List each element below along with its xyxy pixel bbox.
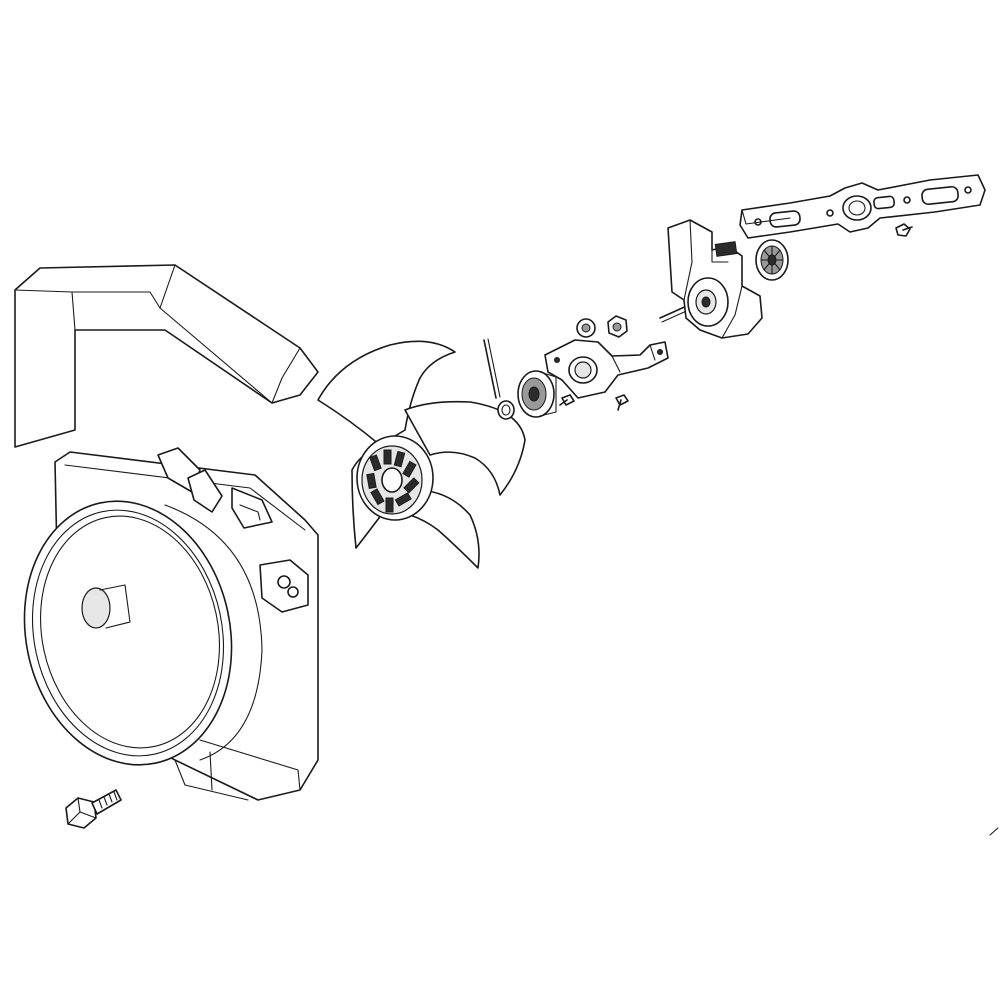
fan-shroud <box>23 447 319 801</box>
motor-bracket <box>544 339 669 399</box>
nut-small <box>576 318 596 338</box>
mounting-bar <box>739 174 986 239</box>
fan-pin <box>483 338 501 399</box>
motor-pulley <box>755 239 789 281</box>
nut-large <box>607 315 628 338</box>
edge-mark <box>989 827 999 836</box>
shroud-screw <box>65 789 122 829</box>
bracket-screw <box>559 394 575 406</box>
air-duct <box>14 264 319 448</box>
fan-blade <box>317 340 526 569</box>
bracket-screw <box>615 394 629 411</box>
fan-hub-fins <box>366 449 420 513</box>
motor-hub <box>517 370 557 418</box>
mounting-bar-screw <box>895 223 913 237</box>
fan-motor <box>667 219 763 339</box>
bushing <box>497 400 515 420</box>
